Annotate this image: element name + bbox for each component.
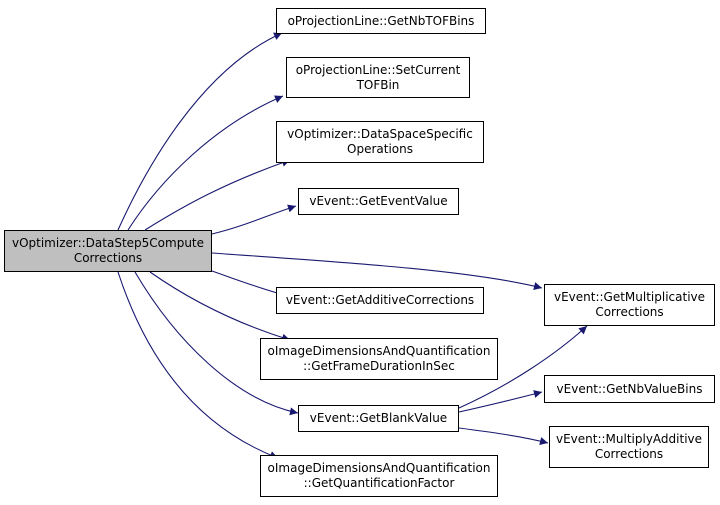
node-label-line-1: oImageDimensionsAndQuantification xyxy=(267,461,491,475)
node-get-quantification-factor[interactable]: oImageDimensionsAndQuantification ::GetQ… xyxy=(260,455,498,497)
node-root-datastep5-compute-corrections: vOptimizer::DataStep5Compute Corrections xyxy=(4,230,212,272)
node-label-line-2: Operations xyxy=(347,142,413,156)
node-label-line-2: TOFBin xyxy=(356,77,400,92)
node-set-current-tof-bin[interactable]: oProjectionLine::SetCurrent TOFBin xyxy=(286,57,470,98)
node-label: oProjectionLine::GetNbTOFBins xyxy=(287,13,475,28)
node-multiply-additive-corrections[interactable]: vEvent::MultiplyAdditive Corrections xyxy=(549,426,709,468)
node-root-line-1: vOptimizer::DataStep5Compute xyxy=(11,236,205,250)
node-get-event-value[interactable]: vEvent::GetEventValue xyxy=(298,188,459,215)
node-data-space-specific-operations[interactable]: vOptimizer::DataSpaceSpecific Operations xyxy=(276,121,484,163)
node-label-line-1: vOptimizer::DataSpaceSpecific xyxy=(287,127,473,141)
node-get-additive-corrections[interactable]: vEvent::GetAdditiveCorrections xyxy=(276,287,484,314)
node-get-frame-duration-in-sec[interactable]: oImageDimensionsAndQuantification ::GetF… xyxy=(260,338,498,380)
edge-getBlankValue-to-multiplyAdditiveCorrections xyxy=(458,427,549,445)
edge-root-to-getMultiplicativeCorrections xyxy=(211,252,543,290)
node-root-line-2: Corrections xyxy=(73,251,143,265)
node-label-line-1: oImageDimensionsAndQuantification xyxy=(267,344,491,358)
edge-getBlankValue-to-getMultiplicativeCorrections xyxy=(458,325,588,409)
edge-root-to-setCurrentTOFBin xyxy=(127,95,284,231)
edge-getBlankValue-to-getNbValueBins xyxy=(458,390,543,413)
edge-root-to-getFrameDurationInSec xyxy=(149,271,291,342)
node-label-line-2: Corrections xyxy=(594,447,664,461)
node-label-line-2: Corrections xyxy=(595,305,664,319)
node-label-line-2: ::GetFrameDurationInSec xyxy=(303,359,455,373)
node-label-line-1: oProjectionLine::SetCurrent xyxy=(295,62,461,77)
node-label-line-2: ::GetQuantificationFactor xyxy=(303,476,455,490)
node-get-nb-tof-bins[interactable]: oProjectionLine::GetNbTOFBins xyxy=(276,8,486,34)
edge-root-to-getQuantificationFactor xyxy=(117,271,279,459)
edge-root-to-dataSpaceSpecificOperations xyxy=(144,158,291,231)
edge-root-to-getBlankValue xyxy=(134,271,299,416)
node-label-line-1: vEvent::GetMultiplicative xyxy=(553,290,706,304)
node-get-nb-value-bins[interactable]: vEvent::GetNbValueBins xyxy=(544,375,715,403)
node-label: vEvent::GetEventValue xyxy=(309,194,448,208)
node-label: vEvent::GetAdditiveCorrections xyxy=(285,293,475,307)
node-label: vEvent::GetNbValueBins xyxy=(556,381,703,396)
node-label: vEvent::GetBlankValue xyxy=(309,411,448,425)
node-label-line-1: vEvent::MultiplyAdditive xyxy=(555,432,703,446)
edge-root-to-getEventValue xyxy=(211,204,297,235)
node-get-blank-value[interactable]: vEvent::GetBlankValue xyxy=(298,405,459,432)
edge-root-to-getNbTOFBins xyxy=(117,32,283,231)
node-get-multiplicative-corrections[interactable]: vEvent::GetMultiplicative Corrections xyxy=(544,284,715,326)
